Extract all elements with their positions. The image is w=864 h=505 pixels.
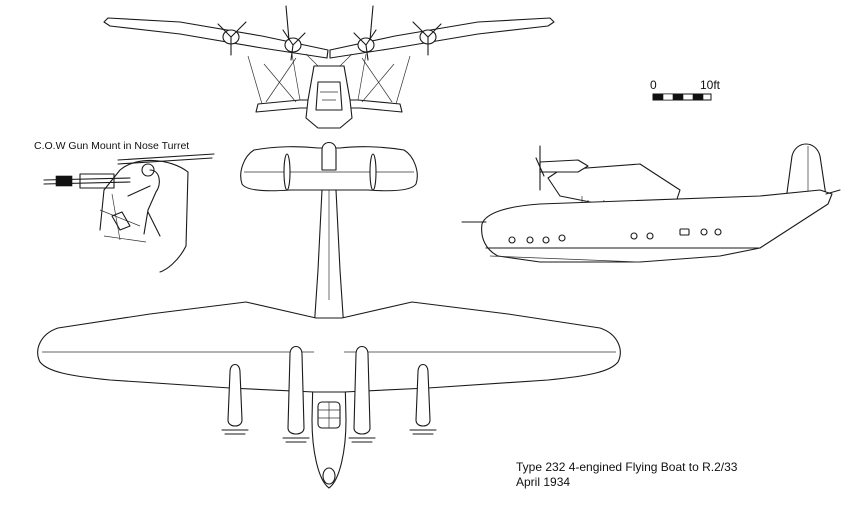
front-view-struts: [247, 53, 411, 105]
front-view: [103, 5, 555, 129]
side-windows: [508, 228, 722, 244]
scale-start-label: 0: [650, 78, 657, 92]
front-view-hull: [305, 65, 353, 129]
plan-nacelle-1: [227, 363, 243, 427]
inset-turret-outline: [99, 159, 189, 273]
inset-gunner: [127, 169, 161, 237]
plan-nacelle-3: [353, 345, 371, 435]
scale-end-label: 10ft: [700, 78, 721, 92]
caption-date: April 1934: [516, 475, 570, 489]
plan-nacelle-4: [415, 363, 431, 427]
plan-propellers: [221, 429, 437, 443]
plan-view: [37, 141, 621, 489]
plan-nacelle-2: [287, 345, 305, 435]
plan-main-wing: [37, 301, 621, 393]
gun-mount-inset: C.O.W Gun Mount in Nose Turret: [34, 140, 215, 273]
side-hull: [481, 189, 833, 263]
plan-tail-cone: [321, 141, 337, 171]
side-engine: [539, 159, 589, 173]
caption-title: Type 232 4-engined Flying Boat to R.2/33: [516, 460, 738, 474]
side-view: [461, 143, 841, 263]
front-propellers: [217, 5, 442, 61]
inset-label: C.O.W Gun Mount in Nose Turret: [34, 140, 189, 152]
scale-bar: 0 10ft: [650, 78, 721, 101]
side-fin: [785, 143, 827, 201]
